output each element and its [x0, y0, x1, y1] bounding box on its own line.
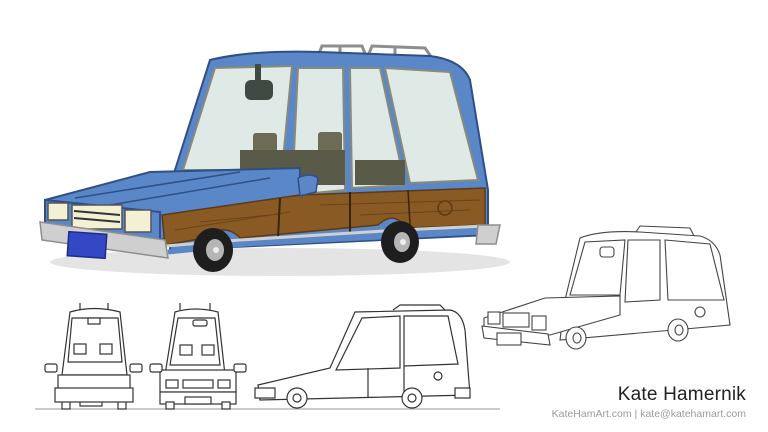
rear-wheel — [381, 221, 419, 263]
artist-contact: KateHamArt.com | kate@katehamart.com — [552, 407, 746, 421]
rear-view-line-art — [44, 303, 143, 410]
separator: | — [634, 408, 638, 420]
colored-car-illustration — [39, 44, 510, 276]
front-wheel — [193, 228, 233, 272]
three-quarter-line-art — [481, 225, 731, 350]
side-view-line-art — [254, 304, 471, 409]
email-link[interactable]: kate@katehamart.com — [640, 408, 746, 420]
front-view-line-art — [149, 303, 247, 410]
website-link[interactable]: KateHamArt.com — [551, 408, 632, 420]
artist-name: Kate Hamernik — [617, 384, 746, 405]
artist-credit: Kate Hamernik KateHamArt.com | kate@kate… — [552, 384, 746, 421]
